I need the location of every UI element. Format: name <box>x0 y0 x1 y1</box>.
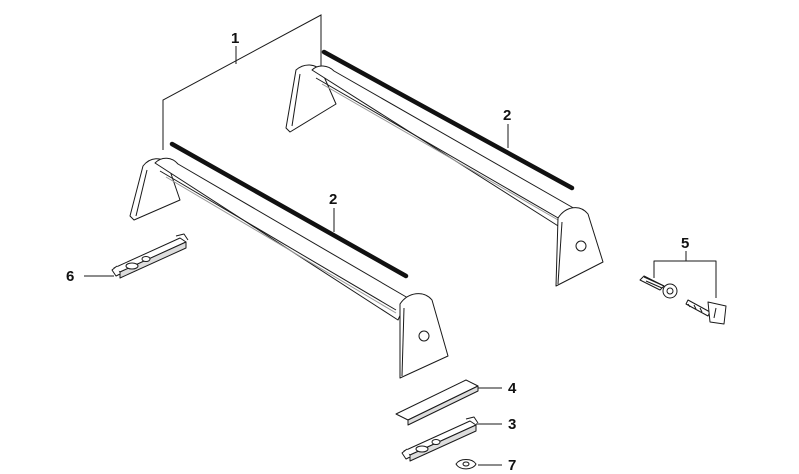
clamp-plate-part-6 <box>84 233 189 279</box>
callout-label-2-rear: 2 <box>503 107 512 124</box>
callout-label-3: 3 <box>508 416 517 433</box>
callout-label-1: 1 <box>231 30 240 47</box>
callout-label-7: 7 <box>508 457 517 474</box>
callout-label-4: 4 <box>508 380 517 397</box>
rear-roof-bar <box>285 49 604 287</box>
washer-part-7 <box>455 459 502 470</box>
callout-1-bracket <box>162 14 322 150</box>
callout-label-5: 5 <box>681 235 690 252</box>
lock-and-key-part-5 <box>639 251 727 325</box>
clamp-plate-part-3 <box>401 416 502 462</box>
front-roof-bar <box>129 141 449 379</box>
callout-label-2-front: 2 <box>329 191 338 208</box>
rubber-pad-part-4 <box>395 379 502 426</box>
callout-label-6: 6 <box>66 268 75 285</box>
